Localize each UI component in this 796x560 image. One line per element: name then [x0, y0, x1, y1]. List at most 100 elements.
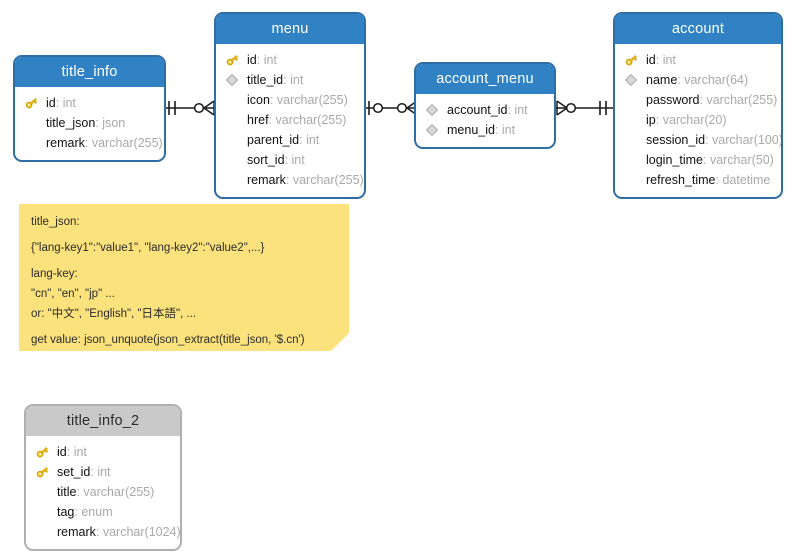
field-account-ip[interactable]: ip: varchar(20) [646, 113, 727, 127]
field-name: password [646, 93, 700, 107]
field-name: set_id [57, 465, 91, 479]
field-type: varchar(255) [275, 113, 347, 127]
field-type: varchar(255) [91, 136, 163, 150]
note-line-3: lang-key: [31, 268, 78, 280]
primary-key-icon [623, 50, 640, 70]
field-account-name[interactable]: name: varchar(64) [615, 70, 781, 90]
field-account-login_time[interactable]: login_time: varchar(50) [646, 153, 774, 167]
note-line-2: {"lang-key1":"value1", "lang-key2":"valu… [31, 242, 265, 254]
field-title_info-title_json[interactable]: title_json: json [46, 116, 126, 130]
field-menu-parent_id[interactable]: parent_id: int [247, 133, 320, 147]
entity-account-fields: id: int name: varchar(64) password: varc… [615, 44, 781, 197]
field-menu-href[interactable]: href: varchar(255) [247, 113, 347, 127]
field-title_info_2-set_id[interactable]: set_id: int [26, 462, 180, 482]
field-account_menu-menu_id[interactable]: menu_id: int [416, 120, 554, 140]
field-name: remark [46, 136, 85, 150]
primary-key-icon [34, 442, 51, 462]
note-title_json[interactable]: title_json: {"lang-key1":"value1", "lang… [19, 204, 349, 351]
entity-account_menu-header: account_menu [416, 64, 554, 94]
note-fold-corner-icon [331, 333, 349, 351]
entity-title_info-fields: id: int title_json: json remark: varchar… [15, 87, 164, 160]
note-line-1: title_json: [31, 216, 80, 228]
field-name: icon [247, 93, 270, 107]
field-title_info_2-tag[interactable]: tag: enum [57, 505, 113, 519]
field-type: varchar(255) [276, 93, 348, 107]
field-name: remark [57, 525, 96, 539]
relationship-title_info-menu[interactable] [160, 96, 220, 120]
note-line-4: "cn", "en", "jp" ... [31, 288, 115, 300]
primary-key-icon [23, 93, 40, 113]
field-title_info_2-title[interactable]: title: varchar(255) [57, 485, 155, 499]
field-name: id [646, 53, 656, 67]
field-type: varchar(64) [684, 73, 749, 87]
field-menu-id[interactable]: id: int [216, 50, 364, 70]
field-account-id[interactable]: id: int [615, 50, 781, 70]
field-name: menu_id [447, 123, 495, 137]
primary-key-icon [224, 50, 241, 70]
entity-menu[interactable]: menu id: int [214, 12, 366, 199]
field-name: name [646, 73, 678, 87]
field-name: sort_id [247, 153, 285, 167]
field-account-password[interactable]: password: varchar(255) [646, 93, 778, 107]
field-type: datetime [722, 173, 771, 187]
entity-title_info[interactable]: title_info id: int title_json: [13, 55, 166, 162]
field-type: int [290, 73, 304, 87]
entity-account-header: account [615, 14, 781, 44]
field-type: json [102, 116, 126, 130]
field-type: varchar(1024) [102, 525, 181, 539]
field-name: session_id [646, 133, 706, 147]
entity-menu-header: menu [216, 14, 364, 44]
field-type: int [662, 53, 676, 67]
field-title_info-id[interactable]: id: int [15, 93, 164, 113]
note-line-6: get value: json_unquote(json_extract(tit… [31, 334, 305, 346]
entity-title_info-header: title_info [15, 57, 164, 87]
field-type: enum [81, 505, 113, 519]
field-type: varchar(50) [709, 153, 774, 167]
field-menu-title_id[interactable]: title_id: int [216, 70, 364, 90]
foreign-key-diamond-icon [623, 70, 640, 90]
field-type: varchar(255) [706, 93, 778, 107]
field-name: href [247, 113, 269, 127]
field-type: int [73, 445, 87, 459]
entity-title_info_2-fields: id: int set_id: int title: v [26, 436, 180, 549]
field-type: varchar(255) [292, 173, 364, 187]
field-account_menu-account_id[interactable]: account_id: int [416, 100, 554, 120]
entity-account_menu-fields: account_id: int menu_id: int [416, 94, 554, 147]
entity-account_menu[interactable]: account_menu account_id: int menu_id: in… [414, 62, 556, 149]
field-name: title [57, 485, 77, 499]
relationship-account_menu-account[interactable] [554, 96, 616, 120]
field-name: refresh_time [646, 173, 716, 187]
entity-account[interactable]: account id: int [613, 12, 783, 199]
field-name: login_time [646, 153, 703, 167]
field-title_info_2-id[interactable]: id: int [26, 442, 180, 462]
foreign-key-diamond-icon [424, 120, 441, 140]
field-name: ip [646, 113, 656, 127]
foreign-key-diamond-icon [224, 70, 241, 90]
field-name: remark [247, 173, 286, 187]
entity-menu-fields: id: int title_id: int icon: varchar(255)… [216, 44, 364, 197]
primary-key-icon [34, 462, 51, 482]
field-menu-sort_id[interactable]: sort_id: int [247, 153, 305, 167]
field-name: parent_id [247, 133, 300, 147]
entity-title_info_2[interactable]: title_info_2 id: int [24, 404, 182, 551]
field-type: varchar(100) [712, 133, 783, 147]
field-menu-icon[interactable]: icon: varchar(255) [247, 93, 348, 107]
field-type: int [62, 96, 76, 110]
field-menu-remark[interactable]: remark: varchar(255) [247, 173, 364, 187]
field-type: int [263, 53, 277, 67]
field-name: tag [57, 505, 75, 519]
field-type: int [514, 103, 528, 117]
entity-title_info_2-header: title_info_2 [26, 406, 180, 436]
field-type: int [501, 123, 516, 137]
field-type: int [97, 465, 111, 479]
field-type: int [291, 153, 305, 167]
field-title_info-remark[interactable]: remark: varchar(255) [46, 136, 163, 150]
field-name: account_id [447, 103, 508, 117]
field-name: title_id [247, 73, 284, 87]
field-title_info_2-remark[interactable]: remark: varchar(1024) [57, 525, 181, 539]
note-line-5: or: "中文", "English", "日本語", ... [31, 308, 197, 320]
field-account-refresh_time[interactable]: refresh_time: datetime [646, 173, 771, 187]
foreign-key-diamond-icon [424, 100, 441, 120]
field-account-session_id[interactable]: session_id: varchar(100) [646, 133, 783, 147]
